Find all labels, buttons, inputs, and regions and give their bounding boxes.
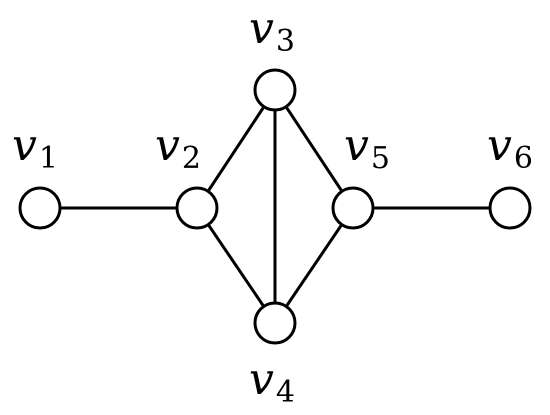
node-label-v1: v1 <box>12 120 58 176</box>
node-label-var: v <box>487 120 512 171</box>
node-label-subscript: 1 <box>39 141 58 176</box>
node-label-var: v <box>12 120 37 171</box>
node-label-subscript: 4 <box>276 375 295 410</box>
graph-nodes <box>18 68 532 345</box>
node-v4 <box>253 301 297 345</box>
edge-v4-v5 <box>273 206 355 325</box>
node-label-var: v <box>344 120 369 171</box>
node-label-subscript: 5 <box>371 141 390 176</box>
node-v3 <box>253 68 297 112</box>
node-label-v3: v3 <box>249 3 295 59</box>
edge-v3-v5 <box>273 88 355 210</box>
node-label-subscript: 3 <box>276 24 295 59</box>
edge-v2-v4 <box>195 206 277 325</box>
node-v6 <box>488 186 532 230</box>
node-label-var: v <box>155 120 180 171</box>
node-label-v5: v5 <box>344 120 390 176</box>
node-v1 <box>18 186 62 230</box>
graph-edges <box>38 88 512 325</box>
node-v2 <box>175 186 219 230</box>
node-label-v2: v2 <box>155 120 201 176</box>
node-label-subscript: 2 <box>182 141 201 176</box>
node-label-var: v <box>249 354 274 405</box>
node-label-subscript: 6 <box>514 141 533 176</box>
node-label-var: v <box>249 3 274 54</box>
edge-v2-v3 <box>195 88 277 210</box>
node-v5 <box>331 186 375 230</box>
node-label-v6: v6 <box>487 120 533 176</box>
node-label-v4: v4 <box>249 354 295 410</box>
